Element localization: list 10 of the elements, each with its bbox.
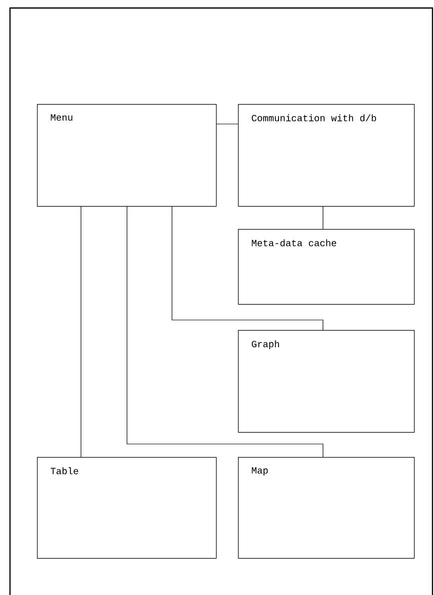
module-box: Communication with d/b	[238, 104, 415, 207]
module-box: Menu	[37, 104, 217, 207]
module-box: Graph	[238, 330, 415, 433]
connector-line	[126, 206, 324, 458]
module-box: Map	[238, 457, 415, 559]
connector-line	[172, 206, 324, 330]
connector-line	[322, 206, 324, 230]
module-box: Table	[37, 457, 217, 559]
connector-line	[80, 206, 82, 458]
module-box: Meta-data cache	[238, 229, 415, 305]
